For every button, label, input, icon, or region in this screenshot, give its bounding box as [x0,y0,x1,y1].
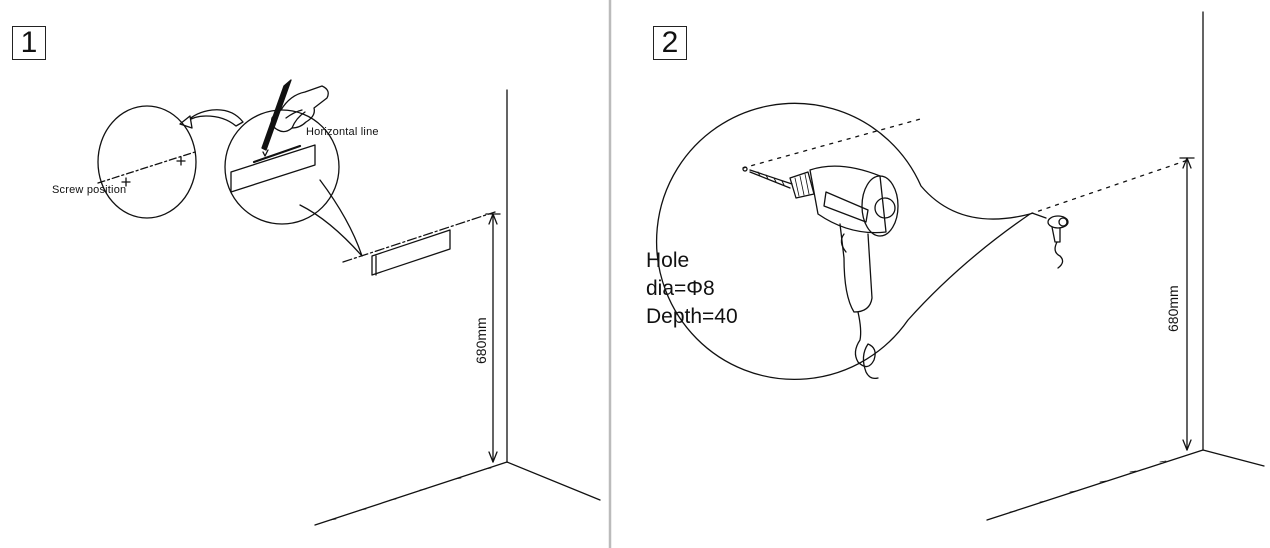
zoom-screw-line [97,151,196,184]
callout-tail [299,179,363,257]
floor-line-left-2 [986,449,1204,521]
zoom-hole-mark [742,166,748,172]
mounting-bracket [371,229,451,276]
horizontal-line-label: Horizontal line [306,126,379,138]
small-drill-icon [1031,212,1069,269]
hand-pencil-icon [261,79,329,157]
step-number-1: 1 [12,26,46,60]
floor-line-left [314,461,508,526]
hole-depth-label: Depth=40 [646,305,738,328]
curved-arrow-icon [179,109,244,129]
panel-2-scene [655,11,1265,521]
zoom-circle-screw [97,105,197,219]
zoom-circle-marking [224,109,340,225]
horizontal-reference-line [342,211,496,263]
zoom-marked-line [252,144,302,164]
zoom-bracket [230,144,316,193]
dimension-label-2: 680mm [1165,285,1181,332]
zoom-dashed-line [742,117,925,169]
screw-mark-1 [121,177,131,187]
hole-diameter-label: dia=Φ8 [646,277,715,300]
screw-mark-2 [176,156,186,166]
zoom-circle-drill [655,102,1031,380]
hole-label: Hole [646,249,690,272]
step-number-2: 2 [653,26,687,60]
floor-line-right-2 [1202,449,1265,467]
dimension-label-1: 680mm [473,317,489,364]
horizontal-reference-line-2 [1029,159,1189,215]
screw-position-label: Screw position [52,184,127,196]
dimension-arrow-2 [1179,157,1195,451]
floor-ticks-2 [1009,460,1167,513]
floor-ticks [329,467,492,521]
dimension-arrow-1 [485,213,501,463]
panel-1-scene [97,79,601,526]
power-drill-icon [749,165,899,380]
floor-line-right [506,461,601,501]
